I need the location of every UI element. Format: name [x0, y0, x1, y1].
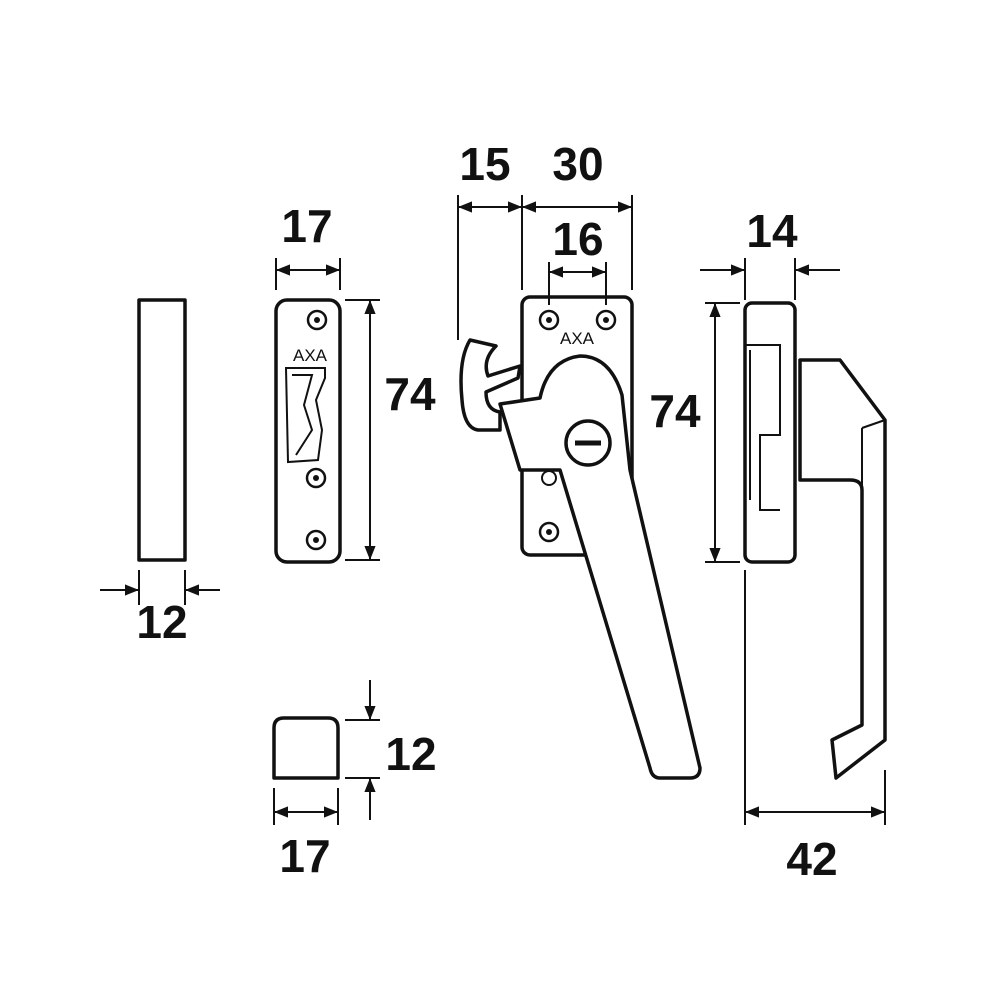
top-dimensions: 15 30 16 74 — [457, 138, 701, 437]
dim-label: 15 — [459, 138, 510, 190]
dim-label: 16 — [552, 213, 603, 265]
dim-label: 30 — [552, 138, 603, 190]
block-width-dimension: 17 — [273, 788, 339, 882]
dim-label: 12 — [385, 728, 436, 780]
dim-label: 42 — [786, 833, 837, 885]
brand-logo: AXA — [293, 346, 328, 365]
side-depth-dimension: 14 — [700, 205, 840, 300]
bar-width-dimension: 12 — [100, 570, 220, 648]
block-height-dimension: 12 — [345, 680, 437, 820]
end-block — [272, 716, 340, 780]
screw-icon — [595, 309, 617, 331]
dim-label: 74 — [384, 368, 436, 420]
screw-icon — [538, 309, 560, 331]
strike-width-dimension: 17 — [275, 200, 341, 290]
screw-icon — [305, 467, 327, 489]
handle-side-view — [743, 301, 887, 780]
handle-front-view: AXA — [459, 295, 702, 780]
dim-label: 17 — [279, 830, 330, 882]
strike-plate: AXA — [274, 298, 342, 564]
strike-height-dimension: 74 — [345, 299, 436, 561]
keeper-bar — [137, 298, 187, 562]
dim-label: 17 — [281, 200, 332, 252]
screw-icon — [306, 309, 328, 331]
dim-label: 14 — [746, 205, 798, 257]
brand-logo: AXA — [560, 329, 595, 348]
dim-label: 12 — [136, 596, 187, 648]
screw-icon — [305, 529, 327, 551]
side-height-dimension — [705, 302, 740, 563]
dim-label: 74 — [649, 385, 701, 437]
screw-icon — [538, 521, 560, 543]
projection-dimension: 42 — [744, 570, 886, 885]
